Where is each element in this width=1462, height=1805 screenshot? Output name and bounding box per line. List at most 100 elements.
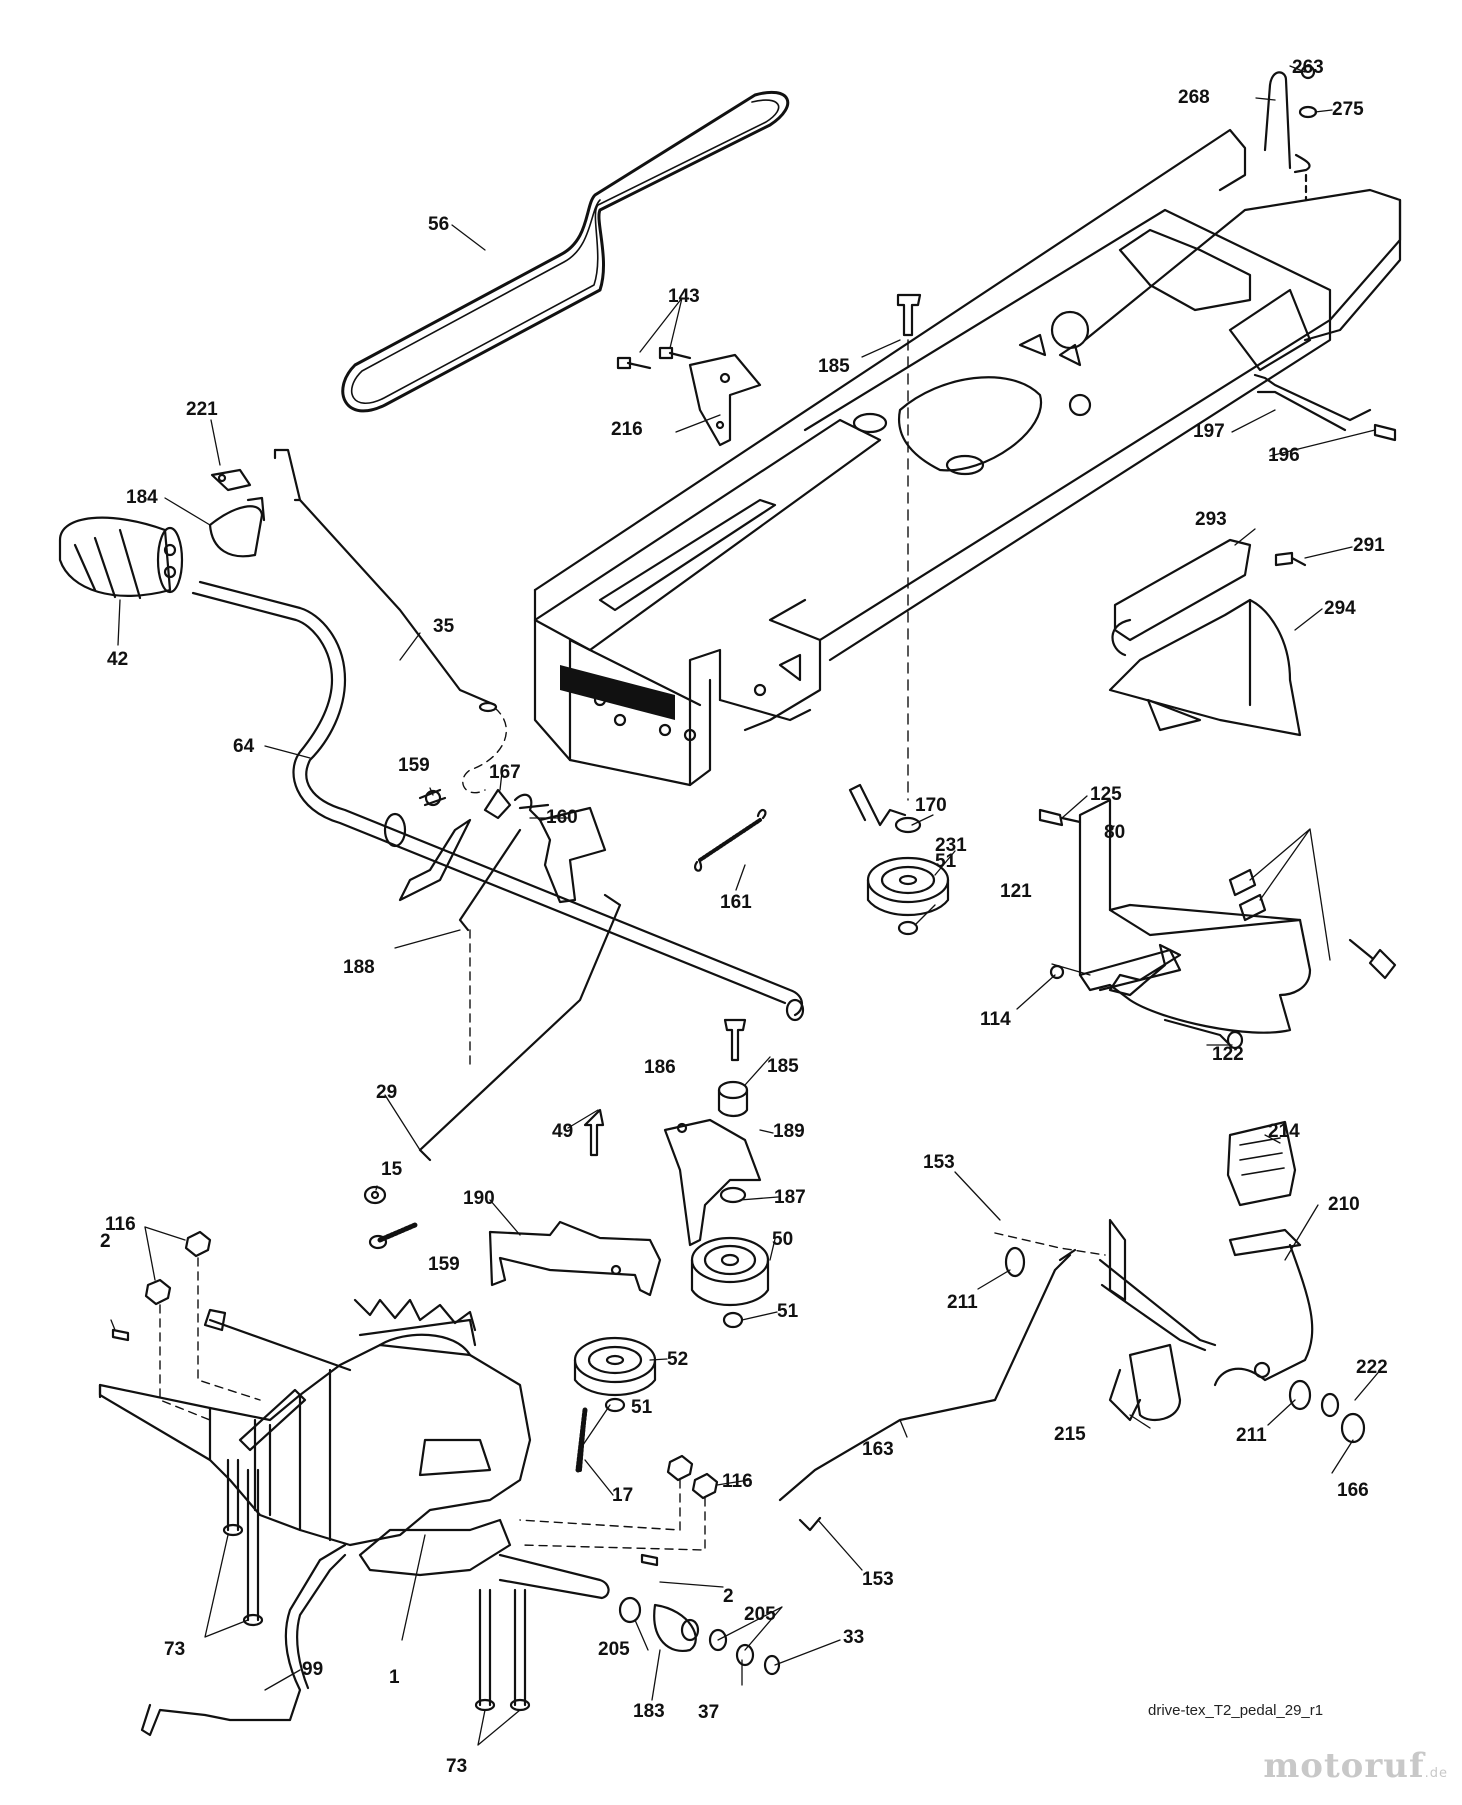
callout-51: 51	[631, 1397, 653, 1418]
callout-293: 293	[1195, 509, 1227, 530]
callout-205: 205	[598, 1639, 630, 1660]
callout-2: 2	[723, 1586, 734, 1607]
leader-lines	[110, 65, 1383, 1746]
callout-56: 56	[428, 214, 450, 235]
rod-197	[1253, 373, 1397, 442]
callout-125: 125	[1090, 784, 1122, 805]
rod-99	[140, 1543, 347, 1737]
shaft-64	[191, 580, 805, 1022]
callout-188: 188	[343, 957, 375, 978]
callout-73: 73	[164, 1639, 186, 1660]
watermark-suffix: .de	[1424, 1766, 1448, 1781]
bracket-216	[616, 346, 762, 447]
callout-116: 116	[722, 1471, 753, 1492]
bolt-185-top	[896, 293, 922, 801]
callout-51: 51	[935, 851, 957, 872]
callout-294: 294	[1324, 598, 1356, 619]
callout-161: 161	[720, 892, 752, 913]
callout-170: 170	[915, 795, 947, 816]
callout-114: 114	[980, 1009, 1011, 1030]
callout-153: 153	[862, 1569, 894, 1590]
callout-1: 1	[389, 1667, 400, 1688]
callout-159: 159	[398, 755, 430, 776]
spring-17	[575, 1407, 588, 1473]
callout-187: 187	[774, 1187, 806, 1208]
callout-197: 197	[1193, 421, 1225, 442]
callout-80: 80	[1104, 822, 1126, 843]
callout-183: 183	[633, 1701, 665, 1722]
watermark: motoruf.de	[1263, 1746, 1448, 1786]
callout-263: 263	[1292, 57, 1324, 78]
callout-190: 190	[463, 1188, 495, 1209]
callout-166: 166	[1337, 1480, 1369, 1501]
callout-2: 2	[100, 1231, 111, 1252]
callout-160: 160	[546, 807, 578, 828]
callout-275: 275	[1332, 99, 1364, 120]
bolts-73	[222, 1458, 531, 1712]
callout-186: 186	[644, 1057, 676, 1078]
callout-221: 221	[186, 399, 218, 420]
callout-196: 196	[1268, 445, 1300, 466]
callout-49: 49	[552, 1121, 574, 1142]
callout-29: 29	[376, 1082, 398, 1103]
bracket-190	[488, 1220, 662, 1297]
callout-231: 231	[935, 835, 967, 856]
callout-216: 216	[611, 419, 643, 440]
callout-99: 99	[302, 1659, 324, 1680]
callout-51: 51	[777, 1301, 799, 1322]
watermark-name: motoruf	[1263, 1746, 1425, 1786]
handle-group	[58, 468, 266, 600]
shaft-brackets	[398, 806, 622, 1162]
callout-73: 73	[446, 1756, 468, 1777]
pulley-231	[848, 783, 950, 936]
spring-161	[694, 809, 767, 872]
callout-185: 185	[818, 356, 850, 377]
bracket-80	[1038, 798, 1397, 1050]
diagram-caption: drive-tex_T2_pedal_29_r1	[1148, 1702, 1324, 1719]
rod-163	[778, 1248, 1077, 1532]
idler-assembly	[583, 1018, 770, 1329]
callout-211: 211	[947, 1292, 978, 1313]
callout-42: 42	[107, 649, 129, 670]
callout-35: 35	[433, 616, 455, 637]
callout-222: 222	[1356, 1357, 1388, 1378]
callout-116: 116	[105, 1214, 136, 1235]
callout-185: 185	[767, 1056, 799, 1077]
callout-184: 184	[126, 487, 158, 508]
washer-15	[363, 1185, 418, 1250]
drive-belt-56	[341, 90, 790, 413]
transaxle-1	[98, 1298, 781, 1676]
callout-189: 189	[773, 1121, 805, 1142]
rod-268	[1263, 64, 1318, 202]
main-frame	[533, 128, 1402, 787]
callout-17: 17	[612, 1485, 634, 1506]
callout-52: 52	[667, 1349, 689, 1370]
callout-64: 64	[233, 736, 255, 757]
callout-37: 37	[698, 1702, 720, 1723]
pedal-assembly	[994, 1120, 1366, 1444]
nuts-116	[144, 1230, 719, 1551]
callout-143: 143	[668, 286, 700, 307]
callout-153: 153	[923, 1152, 955, 1173]
keys-2	[111, 1328, 659, 1567]
callout-291: 291	[1353, 535, 1385, 556]
control-rod-35	[273, 448, 507, 794]
callout-268: 268	[1178, 87, 1210, 108]
callout-122: 122	[1212, 1044, 1244, 1065]
callout-163: 163	[862, 1439, 894, 1460]
callout-50: 50	[772, 1229, 794, 1250]
callout-159: 159	[428, 1254, 460, 1275]
callout-214: 214	[1268, 1121, 1300, 1142]
brake-parts-293	[1108, 538, 1307, 737]
callout-210: 210	[1328, 1194, 1360, 1215]
callout-33: 33	[843, 1627, 865, 1648]
callout-205: 205	[744, 1604, 776, 1625]
callout-215: 215	[1054, 1424, 1086, 1445]
callout-211: 211	[1236, 1425, 1267, 1446]
callout-15: 15	[381, 1159, 403, 1180]
callout-121: 121	[1000, 881, 1032, 902]
callout-167: 167	[489, 762, 521, 783]
pins	[418, 788, 550, 822]
